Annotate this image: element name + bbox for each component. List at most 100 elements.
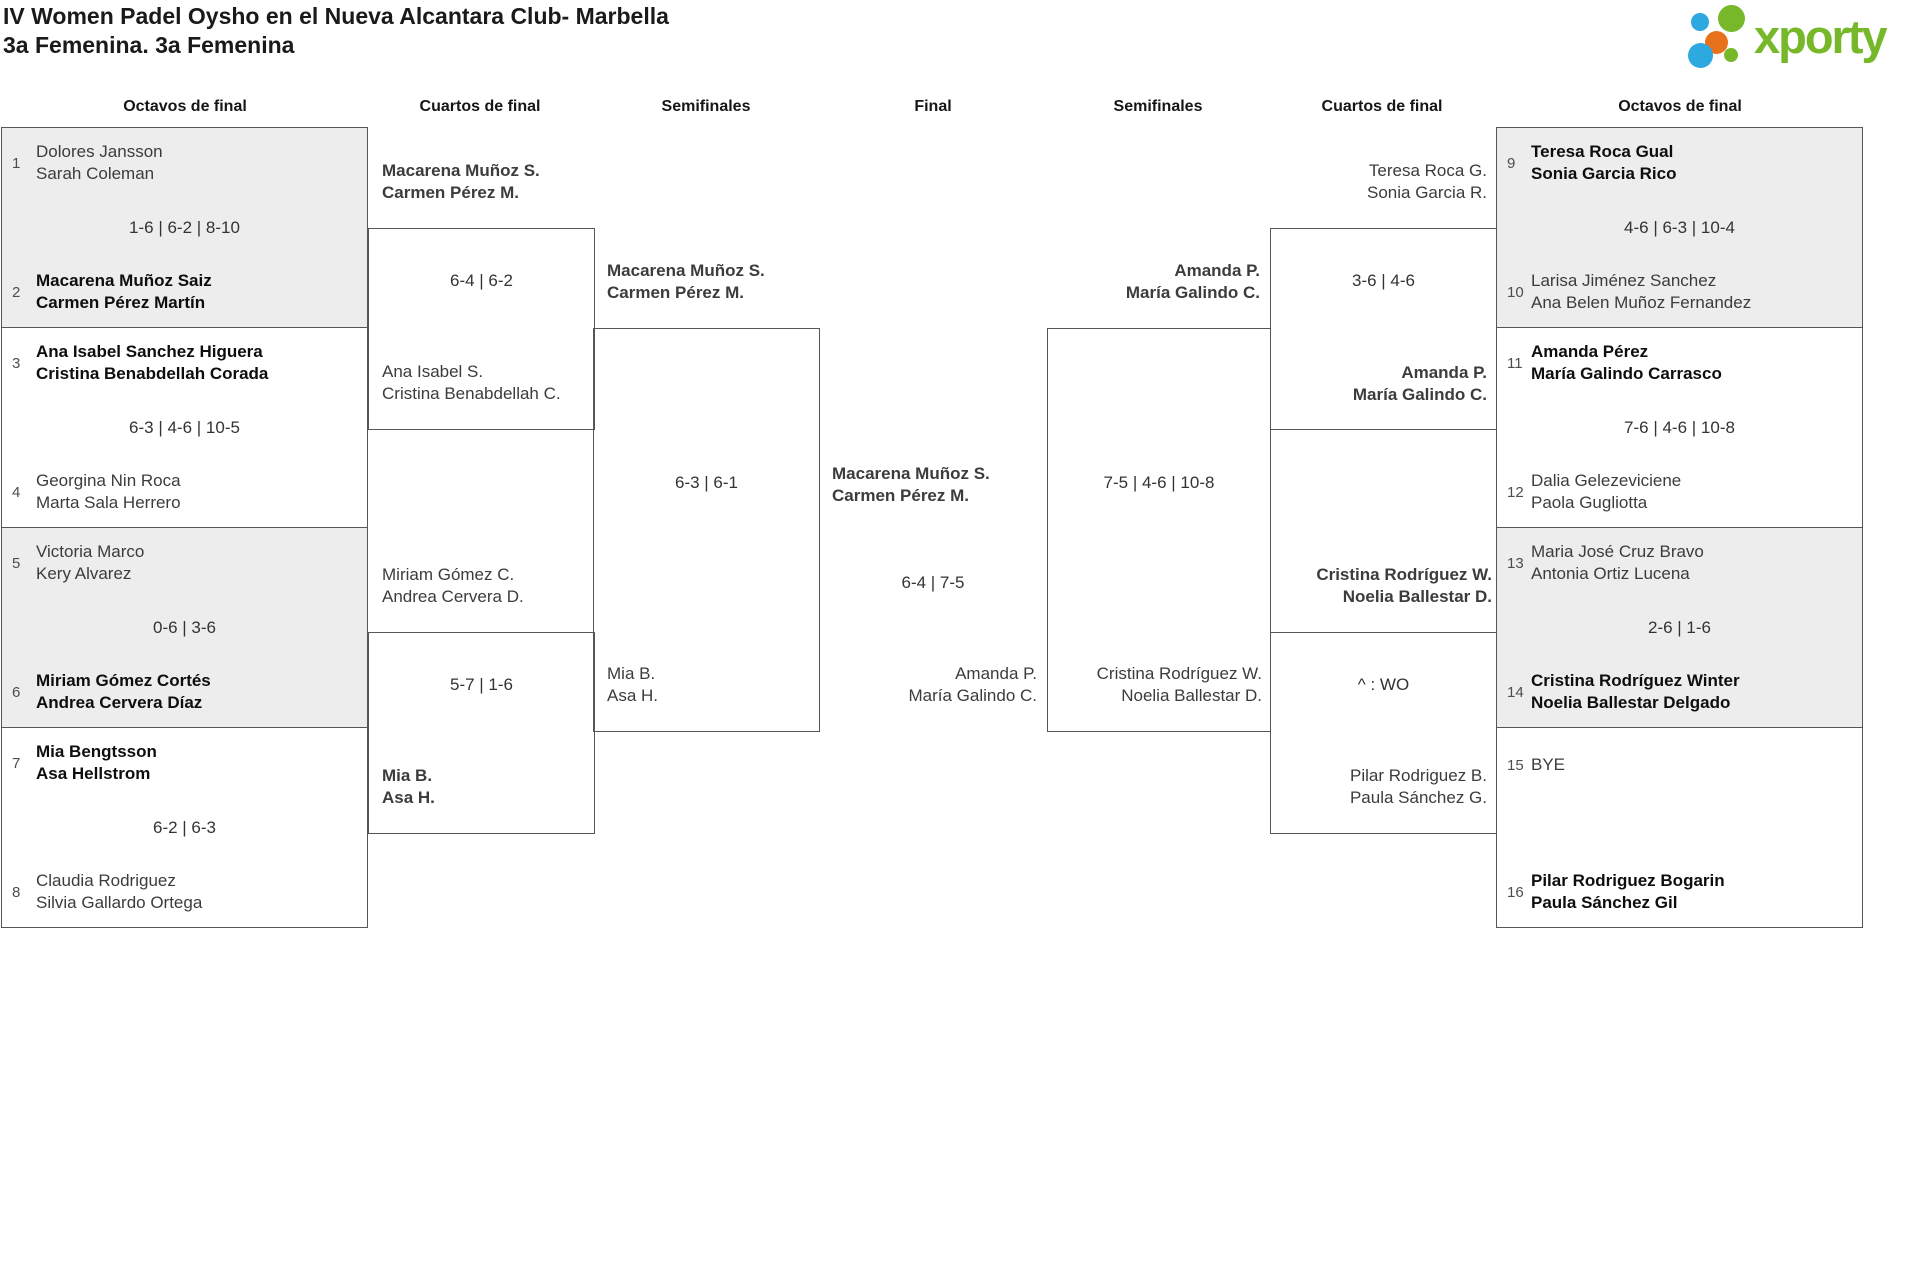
match-box-semifinal-left: 6-3 | 6-1	[593, 328, 820, 732]
player-name: Cristina Benabdellah Corada	[36, 364, 269, 383]
xporty-logo-text: xporty	[1754, 9, 1888, 63]
logo-dot-green-small	[1724, 48, 1738, 62]
player-name: Andrea Cervera Díaz	[36, 693, 203, 712]
player-name: Asa H.	[382, 788, 435, 807]
match-score: 7-6 | 4-6 | 10-8	[1624, 417, 1735, 437]
seed-number: 7	[12, 754, 21, 772]
match-score: 5-7 | 1-6	[449, 675, 513, 694]
player-name: Mia Bengtsson	[36, 742, 157, 761]
player-name: Miriam Gómez Cortés	[36, 671, 211, 690]
cuartos-left-1-top-team: Macarena Muñoz S.Carmen Pérez M.	[382, 160, 540, 204]
seed-number: 13	[1507, 554, 1524, 572]
xporty-logo[interactable]: xporty	[1688, 2, 1920, 68]
match-score: 6-2 | 6-3	[152, 817, 216, 837]
player-name: Larisa Jiménez Sanchez	[1531, 271, 1717, 290]
final-score: 6-4 | 7-5	[901, 573, 965, 592]
player-name: Carmen Pérez M.	[607, 283, 744, 302]
player-name: Noelia Ballestar D.	[1342, 587, 1492, 606]
header-octavos-left: Octavos de final	[123, 98, 247, 115]
seed-number: 12	[1507, 483, 1524, 501]
logo-dot-green-large	[1718, 5, 1745, 32]
tournament-title-line1: IV Women Padel Oysho en el Nueva Alcanta…	[3, 3, 669, 29]
seed-number: 9	[1507, 154, 1516, 172]
header-semis-left: Semifinales	[661, 98, 751, 115]
match-box-semifinal-right: 7-5 | 4-6 | 10-8	[1047, 328, 1271, 732]
seed-number: 3	[12, 354, 21, 372]
tournament-title: IV Women Padel Oysho en el Nueva Alcanta…	[3, 2, 669, 60]
match-score: 3-6 | 4-6	[1351, 271, 1415, 290]
header-octavos-right: Octavos de final	[1618, 98, 1742, 115]
match-box-cuartos-left-1: 6-4 | 6-2	[368, 228, 595, 430]
logo-dot-blue-small	[1691, 13, 1709, 31]
player-name: Ana Isabel Sanchez Higuera	[36, 342, 263, 361]
seed-number: 5	[12, 554, 21, 572]
player-name: Sonia Garcia Rico	[1531, 164, 1677, 183]
player-name: Marta Sala Herrero	[36, 493, 181, 512]
logo-dot-blue-large	[1688, 43, 1713, 68]
final-bottom-team: Amanda P.María Galindo C.	[909, 663, 1038, 707]
player-name: Pilar Rodriguez Bogarin	[1531, 871, 1725, 890]
player-name: Amanda P.	[1174, 261, 1260, 280]
semifinal-right-top-team: Amanda P.María Galindo C.	[1126, 260, 1260, 304]
player-name: Carmen Pérez Martín	[36, 293, 206, 312]
player-name: Asa H.	[607, 686, 659, 705]
seed-number: 10	[1507, 283, 1524, 301]
seed-number: 8	[12, 883, 21, 901]
match-score: ^ : WO	[1357, 675, 1410, 694]
player-name: Claudia Rodriguez	[36, 871, 176, 890]
player-name: Sarah Coleman	[36, 164, 155, 183]
player-name: Noelia Ballestar Delgado	[1531, 693, 1731, 712]
seed-number: 2	[12, 283, 21, 301]
player-name: María Galindo C.	[1352, 385, 1487, 404]
cuartos-left-2-bottom-team: Mia B. Asa H.	[382, 765, 435, 809]
seed-number: 16	[1507, 883, 1524, 901]
player-name: Cristina Rodríguez Winter	[1531, 671, 1740, 690]
player-name: Paula Sánchez Gil	[1531, 893, 1678, 912]
header-final: Final	[914, 98, 952, 115]
player-name: Pilar Rodriguez B.	[1349, 766, 1487, 785]
player-name: Amanda P.	[955, 664, 1037, 683]
match-score: 0-6 | 3-6	[152, 617, 216, 637]
player-name: Cristina Benabdellah C.	[382, 384, 561, 403]
player-name: Macarena Muñoz S.	[382, 161, 540, 180]
match-score: 6-3 | 4-6 | 10-5	[129, 417, 240, 437]
match-score: 6-3 | 6-1	[674, 473, 738, 492]
semifinal-right-bottom-team: Cristina Rodríguez W.Noelia Ballestar D.	[1097, 663, 1262, 707]
player-name: Dalia Gelezeviciene	[1531, 471, 1682, 490]
cuartos-right-1-bottom-team: Amanda P. María Galindo C.	[1353, 362, 1487, 406]
player-name: María Galindo Carrasco	[1531, 364, 1722, 383]
seed-number: 6	[12, 683, 21, 701]
semifinal-left-top-team: Macarena Muñoz S.Carmen Pérez M.	[607, 260, 765, 304]
player-name: Mia B.	[382, 766, 433, 785]
player-name: Teresa Roca G.	[1368, 161, 1487, 180]
player-name: Amanda Pérez	[1531, 342, 1649, 361]
cuartos-left-2-top-team: Miriam Gómez C.Andrea Cervera D.	[382, 564, 524, 608]
player-name: BYE	[1531, 755, 1566, 774]
player-name: Amanda P.	[1401, 363, 1487, 382]
player-name: Carmen Pérez M.	[832, 486, 969, 505]
player-name: Sonia Garcia R.	[1367, 183, 1487, 202]
semifinal-left-bottom-team: Mia B.Asa H.	[607, 663, 658, 707]
player-name: Teresa Roca Gual	[1531, 142, 1674, 161]
player-name: Asa Hellstrom	[36, 764, 151, 783]
match-score: 2-6 | 1-6	[1647, 617, 1711, 637]
match-box-cuartos-right-2: ^ : WO	[1270, 632, 1497, 834]
header-cuartos-right: Cuartos de final	[1321, 98, 1443, 115]
seed-number: 11	[1507, 354, 1523, 372]
